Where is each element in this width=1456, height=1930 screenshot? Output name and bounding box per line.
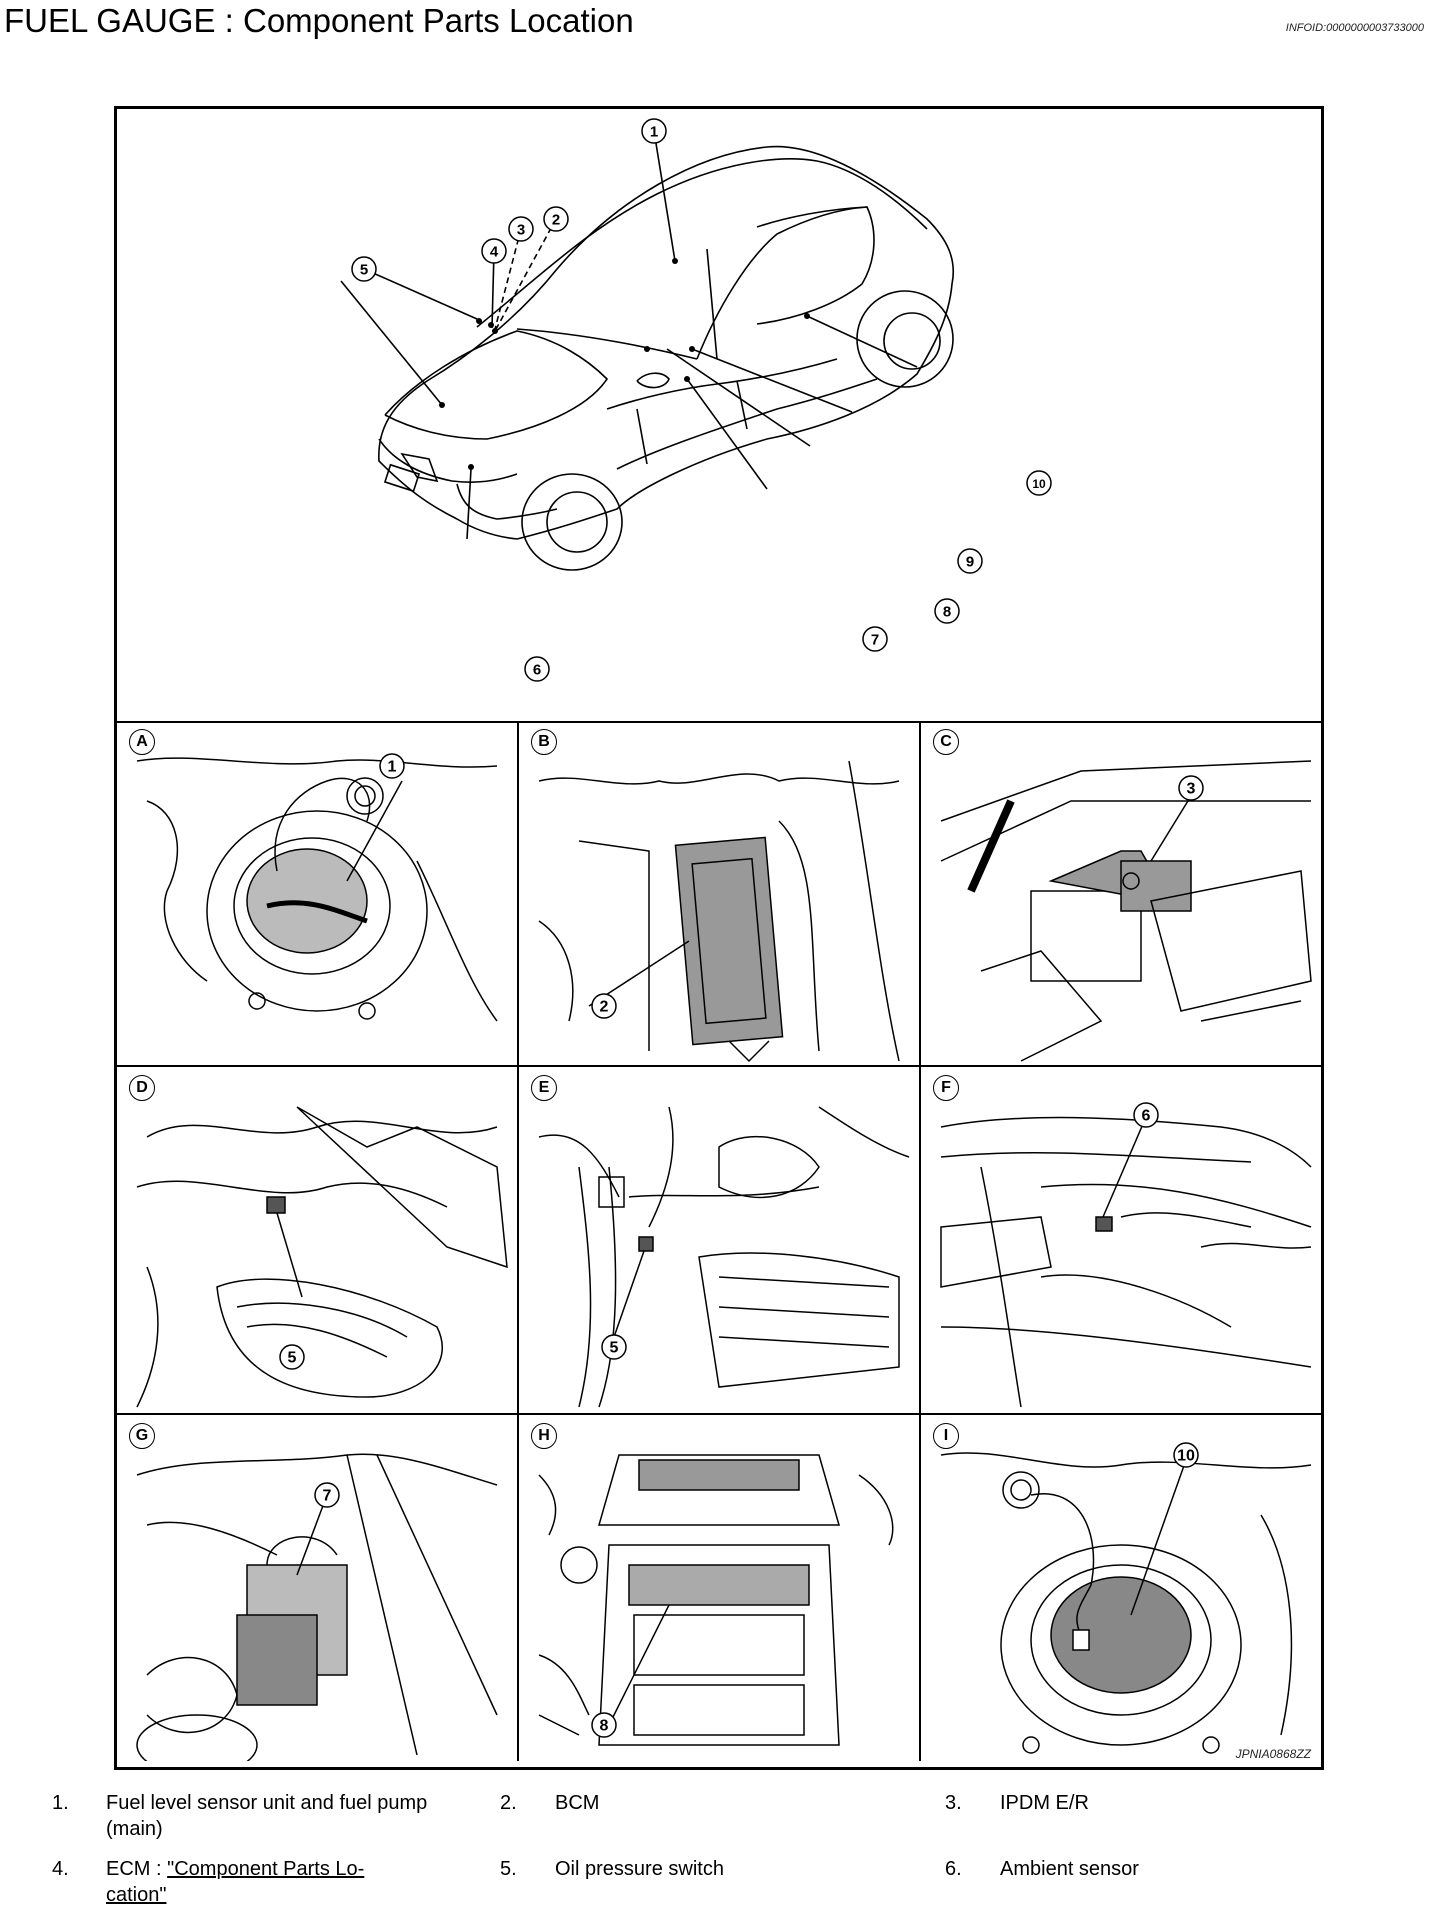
svg-text:8: 8 [600, 1718, 609, 1735]
svg-text:7: 7 [871, 632, 879, 649]
callout-3: 3 [1178, 775, 1204, 801]
component-parts-location-link[interactable]: cation" [106, 1884, 167, 1906]
svg-text:4: 4 [490, 244, 499, 261]
legend-text-line: Fuel level sensor unit and fuel pump [106, 1792, 428, 1814]
panel-letter: C [933, 729, 959, 755]
panel-h: 8 H [519, 1415, 921, 1761]
callout-3: 3 [508, 216, 534, 242]
callout-8: 8 [591, 1712, 617, 1738]
callout-4: 4 [481, 238, 507, 264]
detail-panels: 1 A 2 B 3 C 5 [117, 721, 1321, 1767]
svg-text:10: 10 [1177, 1448, 1195, 1465]
legend-item-ipdm: IPDM E/R [1000, 1792, 1089, 1814]
panel-letter: B [531, 729, 557, 755]
legend-num: 2. [500, 1792, 517, 1814]
component-parts-location-link[interactable]: "Component Parts Lo- [167, 1858, 365, 1880]
info-id: INFOID:0000000003733000 [1285, 22, 1424, 34]
panel-drawing: 3 [940, 760, 1312, 1062]
panel-g: 7 G [117, 1415, 519, 1761]
panel-b: 2 B [519, 721, 921, 1067]
callout-6: 6 [524, 656, 550, 682]
legend-num: 6. [945, 1858, 962, 1880]
component-location-figure: 1 2 3 4 5 6 7 8 9 10 1 A 2 B 3 [114, 106, 1324, 1770]
svg-text:5: 5 [288, 1350, 297, 1367]
callout-2: 2 [591, 993, 617, 1019]
callout-6: 6 [1133, 1102, 1159, 1128]
panel-letter: G [129, 1423, 155, 1449]
figure-code: JPNIA0868ZZ [1235, 1747, 1311, 1761]
svg-text:1: 1 [388, 759, 397, 776]
callout-1: 1 [379, 753, 405, 779]
svg-text:6: 6 [1142, 1108, 1151, 1125]
vehicle-drawing: 1 2 3 4 5 6 7 8 9 10 [340, 118, 1052, 682]
panel-drawing: 6 [940, 1102, 1312, 1408]
panel-drawing: 8 [538, 1454, 894, 1746]
panel-i: 10 I [921, 1415, 1321, 1761]
svg-text:9: 9 [966, 554, 974, 571]
callout-10: 10 [1173, 1442, 1199, 1468]
panel-a: 1 A [117, 721, 519, 1067]
legend-num: 5. [500, 1858, 517, 1880]
legend-item-ecm: ECM : "Component Parts Lo- cation" [106, 1856, 406, 1908]
svg-text:2: 2 [600, 999, 609, 1016]
legend-item-oil-pressure-switch: Oil pressure switch [555, 1858, 724, 1880]
legend-row-1: 1. Fuel level sensor unit and fuel pump … [0, 1790, 1456, 1850]
callout-1: 1 [641, 118, 667, 144]
callout-8: 8 [934, 598, 960, 624]
svg-text:7: 7 [323, 1488, 332, 1505]
svg-text:5: 5 [610, 1340, 619, 1357]
callout-10: 10 [1026, 470, 1052, 496]
callout-2: 2 [543, 206, 569, 232]
page-title: FUEL GAUGE : Component Parts Location [4, 2, 634, 39]
legend-num: 4. [52, 1858, 69, 1880]
panel-drawing: 2 [538, 760, 900, 1063]
callout-5: 5 [601, 1334, 627, 1360]
panel-c: 3 C [921, 721, 1321, 1067]
panel-f: 6 F [921, 1067, 1321, 1415]
svg-text:1: 1 [650, 124, 658, 141]
panel-d: 5 D [117, 1067, 519, 1415]
panel-drawing: 1 [136, 753, 498, 1022]
vehicle-overview: 1 2 3 4 5 6 7 8 9 10 [117, 109, 1321, 723]
callout-7: 7 [314, 1482, 340, 1508]
panel-e: 5 E [519, 1067, 921, 1415]
panel-drawing: 5 [136, 1106, 508, 1408]
panel-letter: F [933, 1075, 959, 1101]
panel-letter: H [531, 1423, 557, 1449]
callout-9: 9 [957, 548, 983, 574]
svg-text:10: 10 [1032, 477, 1046, 491]
callout-5: 5 [279, 1344, 305, 1370]
legend-item-fuel-level-sensor: Fuel level sensor unit and fuel pump (ma… [106, 1790, 496, 1842]
svg-text:2: 2 [552, 212, 560, 229]
panel-letter: A [129, 729, 155, 755]
svg-text:6: 6 [533, 662, 541, 679]
svg-text:3: 3 [1187, 781, 1196, 798]
panel-drawing: 10 [940, 1442, 1312, 1754]
legend-num: 3. [945, 1792, 962, 1814]
callout-7: 7 [862, 626, 888, 652]
legend-item-bcm: BCM [555, 1792, 600, 1814]
panel-drawing: 5 [538, 1106, 910, 1408]
panel-letter: E [531, 1075, 557, 1101]
svg-text:8: 8 [943, 604, 951, 621]
legend-text: ECM : [106, 1858, 168, 1880]
svg-text:5: 5 [360, 262, 368, 279]
legend-item-ambient-sensor: Ambient sensor [1000, 1858, 1139, 1880]
legend-row-2: 4. ECM : "Component Parts Lo- cation" 5.… [0, 1856, 1456, 1916]
legend-num: 1. [52, 1792, 69, 1814]
svg-text:3: 3 [517, 222, 525, 239]
legend-text-line: (main) [106, 1818, 163, 1840]
panel-letter: I [933, 1423, 959, 1449]
callout-5: 5 [351, 256, 377, 282]
panel-drawing: 7 [136, 1453, 498, 1761]
panel-letter: D [129, 1075, 155, 1101]
